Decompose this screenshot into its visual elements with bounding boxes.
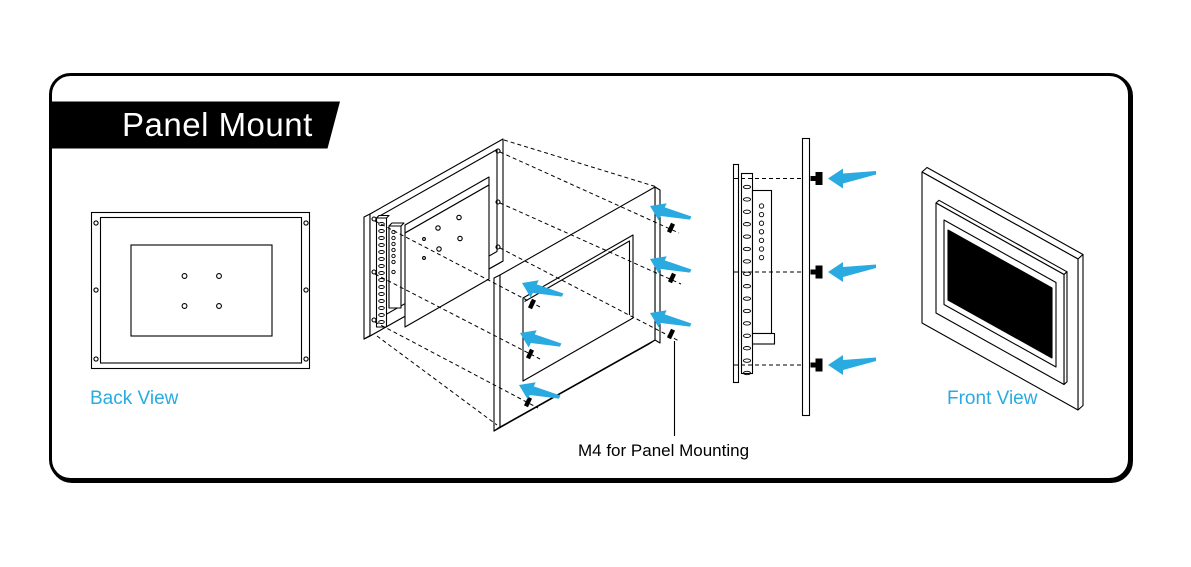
page-title: Panel Mount [122, 106, 313, 143]
vesa-hole [181, 303, 188, 309]
m4-note: M4 for Panel Mounting [578, 441, 749, 460]
side-screws [810, 172, 823, 372]
vesa-hole [181, 273, 188, 279]
vesa-hole [457, 235, 463, 242]
alignment-guides [374, 139, 682, 426]
back-view [90, 211, 311, 370]
front-view-label: Front View [947, 388, 1038, 409]
mount-hole [495, 148, 501, 154]
back-inner-plate [99, 216, 303, 364]
side-view [732, 137, 876, 417]
vent-slot-strip [375, 214, 390, 328]
banner-shape [51, 101, 340, 149]
screw-icon [523, 396, 533, 408]
mount-screws [523, 222, 677, 408]
chassis-plate [404, 176, 490, 328]
title-banner: Panel Mount [51, 101, 340, 149]
back-vesa-holes [181, 273, 222, 309]
wall-panel [801, 137, 811, 417]
back-edge-holes [93, 220, 309, 362]
vesa-hole [456, 214, 462, 221]
mount-hole [93, 356, 99, 362]
io-ports [391, 229, 396, 275]
mount-hole [93, 220, 99, 226]
front-view [921, 166, 1084, 411]
case-screw-hole [422, 237, 426, 241]
chassis-back-face [404, 184, 490, 328]
screen [947, 229, 1053, 359]
exploded-view [363, 138, 693, 436]
mount-hole [303, 220, 309, 226]
side-chassis [751, 189, 773, 335]
screw-icon [810, 172, 823, 185]
vesa-hole [216, 273, 222, 279]
screw-icon [810, 265, 823, 279]
screw-icon [667, 272, 677, 284]
panel-cutout-wall [524, 240, 631, 315]
mount-hole [303, 356, 309, 362]
mount-hole [93, 287, 99, 293]
mount-hole [303, 287, 309, 293]
vesa-hole [435, 225, 441, 231]
vesa-hole [216, 303, 222, 309]
vent-slots [378, 222, 385, 324]
io-connector-strip [388, 222, 405, 309]
back-view-label: Back View [90, 388, 179, 409]
screw-icon [527, 298, 537, 310]
screw-icon [666, 222, 676, 234]
back-outer-plate [90, 211, 311, 370]
mount-hole [495, 199, 501, 205]
side-io-ports [758, 203, 765, 261]
screw-icon [525, 348, 535, 360]
chassis-vesa-holes [422, 214, 463, 260]
bezel-side-face [363, 213, 371, 340]
case-screw-hole [422, 256, 426, 260]
side-bezel [732, 163, 740, 384]
screw-icon [666, 328, 676, 340]
front-panel-right-face [1077, 253, 1084, 411]
panel-left-face [493, 274, 501, 432]
back-vesa-plate [130, 244, 273, 337]
vent-strip-face [375, 217, 388, 328]
side-vent-slots [742, 184, 752, 376]
mount-hole [495, 244, 501, 250]
io-strip-face [388, 225, 402, 309]
side-chassis-foot [751, 332, 776, 345]
vesa-hole [436, 246, 442, 252]
screw-icon [810, 358, 823, 372]
